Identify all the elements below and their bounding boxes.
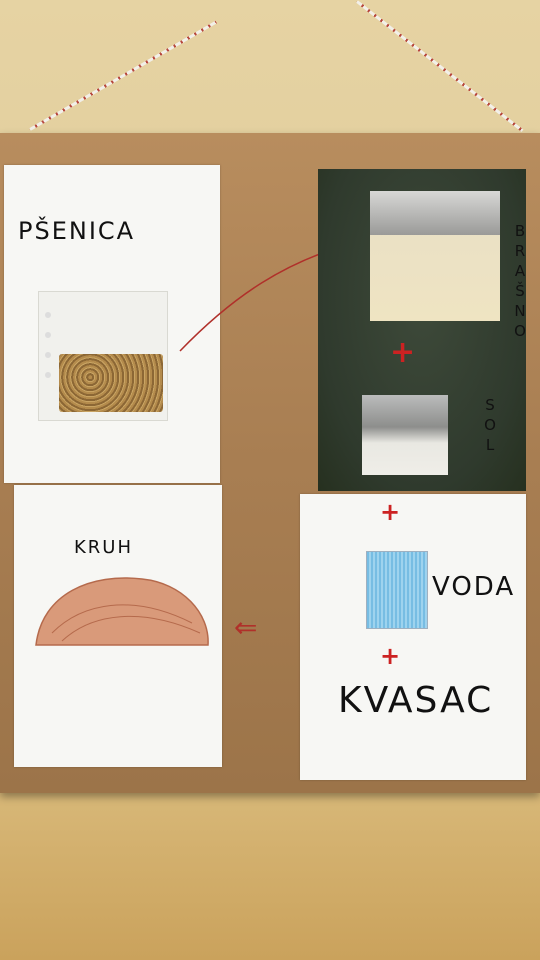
bread-title: KRUH	[74, 537, 134, 558]
wheat-grains	[59, 354, 163, 412]
left-arrow: ⇐	[234, 611, 258, 644]
yeast-label: KVASAC	[338, 680, 494, 721]
water-glass	[366, 551, 428, 629]
water-yeast-card: + VODA + KVASAC	[300, 494, 526, 780]
hanging-string-right	[356, 0, 524, 132]
wheat-title: PŠENICA	[18, 217, 136, 245]
plus-sign: +	[390, 335, 416, 370]
flour-pocket	[370, 191, 500, 321]
wheat-pocket	[38, 291, 168, 421]
wall-bottom	[0, 790, 540, 960]
water-label: VODA	[432, 572, 516, 602]
plus-mid: +	[380, 642, 401, 670]
flour-pocket-top	[370, 191, 500, 235]
bread-card: KRUH	[14, 485, 222, 767]
wheat-card: PŠENICA	[4, 165, 220, 483]
salt-pocket	[362, 395, 448, 475]
bread-drawing	[35, 577, 209, 646]
hanging-string-left	[29, 20, 217, 131]
plus-top: +	[380, 498, 401, 526]
